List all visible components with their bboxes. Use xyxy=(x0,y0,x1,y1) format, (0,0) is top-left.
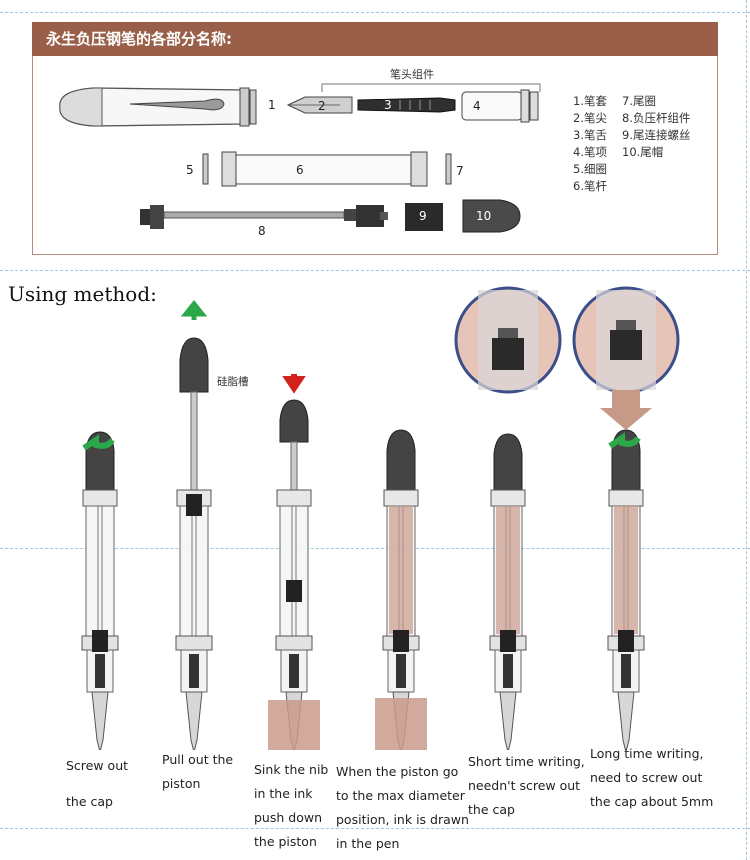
up-arrow-icon xyxy=(180,299,208,320)
section-title: 永生负压钢笔的各部分名称: xyxy=(32,22,718,56)
parts-legend-right: 7.尾圈 8.负压杆组件 9.尾连接螺丝 10.尾帽 xyxy=(622,93,690,161)
legend-item: 4.笔项 xyxy=(573,145,607,159)
rotate-arrow-icon xyxy=(82,434,115,451)
piston-rod-part xyxy=(140,205,388,229)
silicone-groove-label: 硅脂槽 xyxy=(217,376,249,388)
part-number: 10 xyxy=(476,209,492,223)
zoom-circle-2 xyxy=(572,286,680,394)
end-cap-part xyxy=(462,199,521,233)
zoom-circle-1 xyxy=(454,286,562,394)
using-method-title: Using method: xyxy=(8,282,157,306)
cap-part xyxy=(59,87,257,127)
connector-part xyxy=(405,203,443,231)
part-number: 5 xyxy=(186,163,194,177)
part-number: 6 xyxy=(296,163,304,177)
guide-line xyxy=(0,12,750,13)
legend-item: 2.笔尖 xyxy=(573,111,607,125)
part-number: 4 xyxy=(473,99,481,113)
legend-item: 7.尾圈 xyxy=(622,94,656,108)
part-number: 9 xyxy=(419,209,427,223)
nib-part xyxy=(286,96,353,114)
pen-step-5 xyxy=(489,433,527,750)
legend-item: 8.负压杆组件 xyxy=(622,111,691,125)
pen-step-3 xyxy=(268,399,320,750)
legend-item: 9.尾连接螺丝 xyxy=(622,128,691,142)
ring-part xyxy=(202,153,209,185)
legend-item: 1.笔套 xyxy=(573,94,607,108)
barrel-part xyxy=(221,151,428,187)
parts-legend-left: 1.笔套 2.笔尖 3.笔舌 4.笔项 5.细圈 6.笔杆 xyxy=(573,93,607,195)
legend-item: 5.细圈 xyxy=(573,162,607,176)
legend-item: 6.笔杆 xyxy=(573,179,607,193)
pen-step-1 xyxy=(81,431,119,750)
parts-diagram-frame xyxy=(32,56,718,255)
legend-item: 3.笔舌 xyxy=(573,128,607,142)
end-ring-part xyxy=(445,153,452,185)
part-number: 8 xyxy=(258,224,266,238)
nib-assembly-label: 笔头组件 xyxy=(390,68,434,81)
parts-diagram xyxy=(59,83,541,233)
part-number: 3 xyxy=(384,98,392,112)
part-number: 7 xyxy=(456,164,464,178)
usage-illustration xyxy=(81,286,680,750)
guide-line xyxy=(0,270,750,271)
down-arrow-icon xyxy=(282,374,306,394)
section-part xyxy=(461,89,539,123)
legend-item: 10.尾帽 xyxy=(622,145,664,159)
feed-part xyxy=(357,97,456,113)
down-arrow-icon xyxy=(600,390,652,430)
part-number: 2 xyxy=(318,99,326,113)
pen-step-2 xyxy=(175,337,213,750)
pen-step-6 xyxy=(607,429,645,750)
guide-line xyxy=(746,0,747,860)
guide-line xyxy=(0,828,750,829)
pen-step-4 xyxy=(375,429,427,750)
guide-line xyxy=(0,548,750,549)
nib-assembly-bracket xyxy=(321,83,541,92)
rotate-arrow-icon xyxy=(608,432,641,449)
part-number: 1 xyxy=(268,98,276,112)
